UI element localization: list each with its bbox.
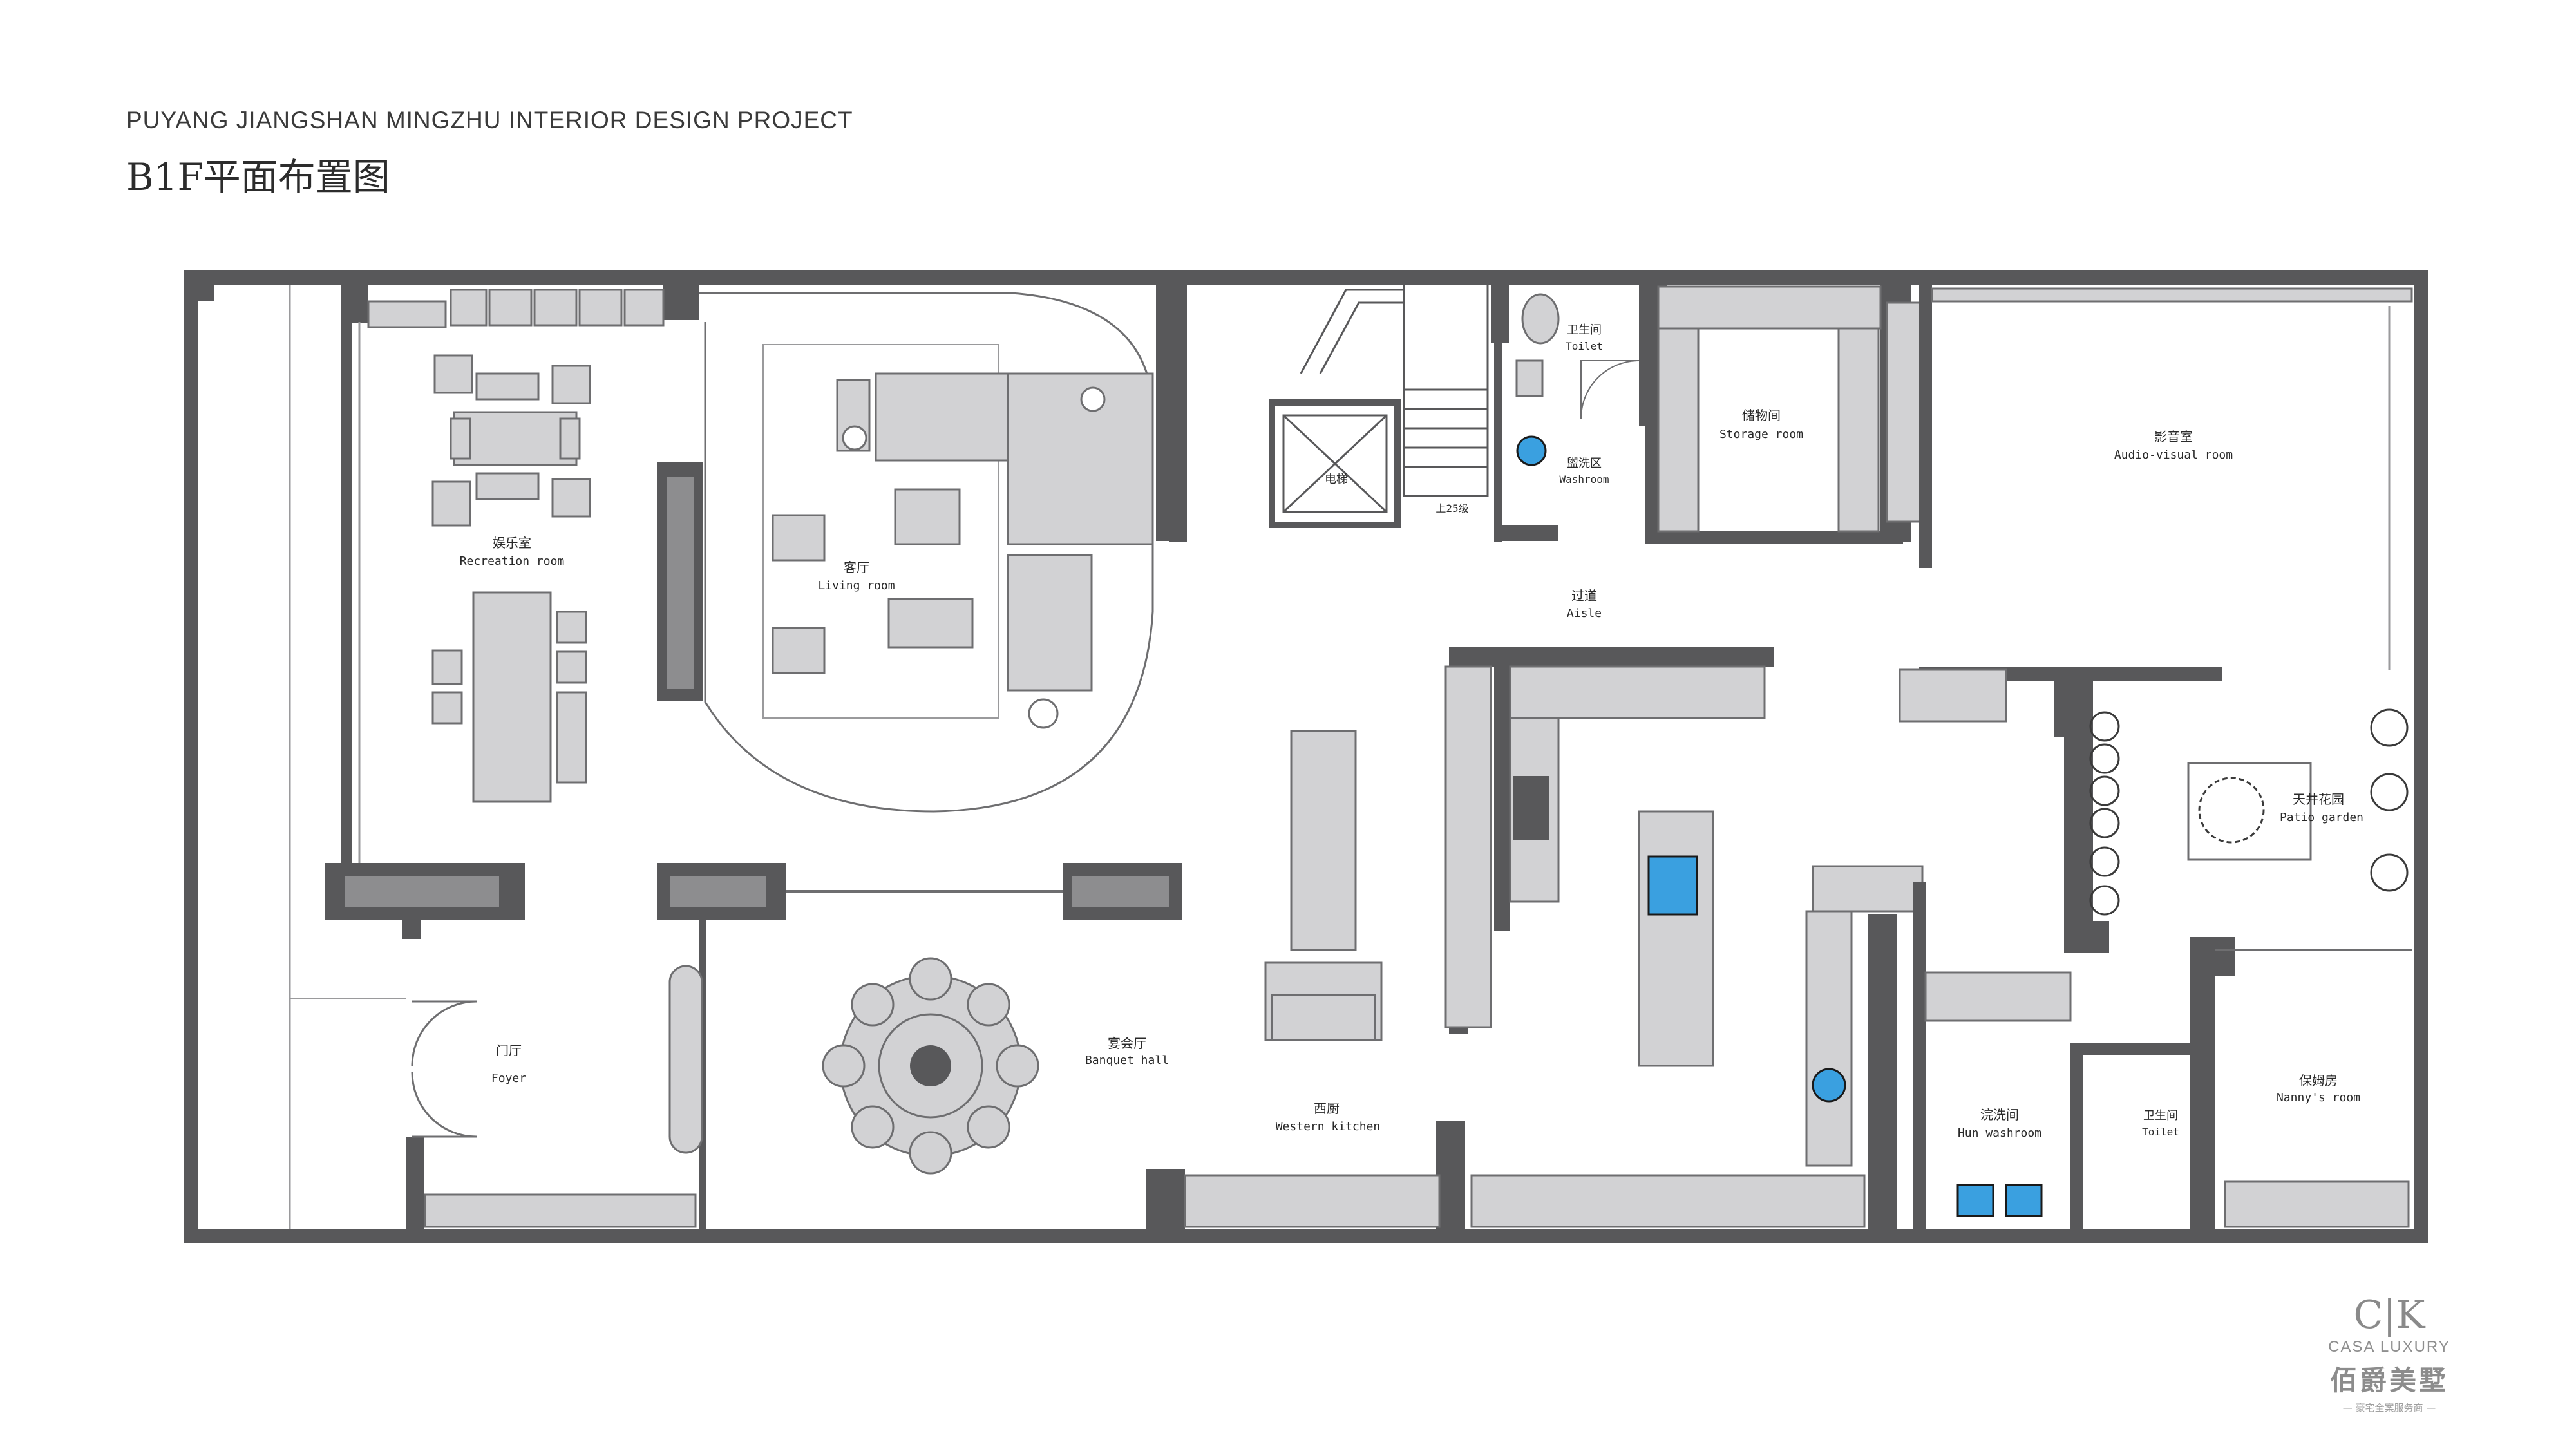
logo-brand: CASA LUXURY (2328, 1338, 2450, 1356)
bottom-counters (424, 971, 2410, 1228)
toilet1-label-en: Toilet (1566, 340, 1603, 352)
patio-walls (2064, 670, 2235, 976)
patio-plants (2089, 708, 2409, 916)
top-cabinets (367, 289, 665, 328)
stair-note: 上25级 (1435, 502, 1468, 515)
living-room-label: 客厅 (844, 560, 869, 575)
washroom-label-en: Washroom (1559, 473, 1609, 486)
hun-washroom-basins (1956, 1184, 2043, 1217)
tv-wall-inner (667, 477, 694, 689)
washroom-label: 盥洗区 (1567, 457, 1602, 470)
plan-title: B1F平面布置图 (126, 155, 390, 199)
project-title: PUYANG JIANGSHAN MINGZHU INTERIOR DESIGN… (126, 107, 853, 133)
logo-cn: 佰爵美墅 (2329, 1365, 2448, 1396)
nanny-room-label: 保姆房 (2299, 1073, 2338, 1088)
foyer-label: 门厅 (496, 1043, 522, 1058)
audio-room-label: 影音室 (2154, 429, 2193, 444)
toilet1-fixtures (1515, 293, 1560, 397)
audio-room-label-en: Audio-visual room (2114, 448, 2233, 462)
western-kitchen-label: 西厨 (1314, 1101, 1340, 1116)
kitchen-counters (1444, 665, 2007, 1167)
western-kitchen-label-en: Western kitchen (1276, 1120, 1381, 1133)
toilet-door (1580, 360, 1640, 419)
brand-logo: C|K CASA LUXURY 佰爵美墅 — 豪宅全案服务商 — (2306, 1294, 2473, 1414)
patio-label: 天井花园 (2293, 791, 2344, 807)
hun-washroom-label: 浣洗间 (1980, 1107, 2019, 1122)
recreation-room-label: 娱乐室 (493, 535, 531, 551)
tree-icon (2198, 777, 2265, 844)
aisle-label-en: Aisle (1567, 607, 1602, 620)
storage-room-label: 储物间 (1742, 408, 1781, 423)
toilet1-walls (1494, 285, 1647, 542)
banquet-label-en: Banquet hall (1085, 1054, 1169, 1067)
living-room-label-en: Living room (818, 579, 895, 592)
living-room-curve (699, 292, 1154, 813)
room-labels: 娱乐室 Recreation room 客厅 Living room 卫生间 T… (460, 323, 2363, 1140)
storage-shelves (1657, 285, 1924, 533)
elevator (1269, 399, 1401, 528)
toilet2-label: 卫生间 (2143, 1109, 2178, 1122)
recreation-room-label-en: Recreation room (460, 554, 565, 568)
foyer-label-en: Foyer (491, 1072, 526, 1085)
outer-walls (184, 270, 2428, 1243)
sink-round (1812, 1068, 1846, 1103)
nanny-room-label-en: Nanny's room (2277, 1091, 2360, 1104)
side-table (1080, 386, 1106, 412)
storage-room-label-en: Storage room (1719, 428, 1803, 441)
logo-mark: C|K (2353, 1293, 2425, 1338)
patio-planter (2187, 762, 2312, 861)
living-rug (762, 344, 999, 719)
washbasin (1516, 435, 1547, 466)
cooktop (1513, 776, 1549, 840)
patio-label-en: Patio garden (2280, 811, 2363, 824)
foyer-door (411, 1000, 477, 1138)
living-column (1156, 283, 1175, 541)
island-sink (1647, 855, 1698, 916)
staircase (1300, 282, 1489, 497)
sideboard (668, 965, 703, 1154)
partition-inserts (345, 876, 1169, 907)
elevator-label: 电梯 (1325, 473, 1348, 486)
toilet2-walls (2070, 1043, 2199, 1055)
terrace-wall (341, 322, 352, 869)
banquet-chairs (822, 957, 1039, 1175)
banquet-label: 宴会厅 (1108, 1036, 1146, 1051)
recreation-furniture (431, 354, 591, 803)
toilet2-label-en: Toilet (2142, 1126, 2179, 1138)
audio-cabinets (1931, 287, 2413, 303)
living-furniture (772, 372, 1154, 692)
side-table (842, 425, 867, 451)
aisle-label: 过道 (1571, 588, 1597, 603)
logo-tagline: — 豪宅全案服务商 — (2342, 1402, 2436, 1414)
floor-lamp (1028, 698, 1059, 729)
hun-washroom-label-en: Hun washroom (1958, 1126, 2041, 1140)
toilet1-label: 卫生间 (1567, 323, 1602, 337)
bar-counter (1264, 730, 1383, 1041)
